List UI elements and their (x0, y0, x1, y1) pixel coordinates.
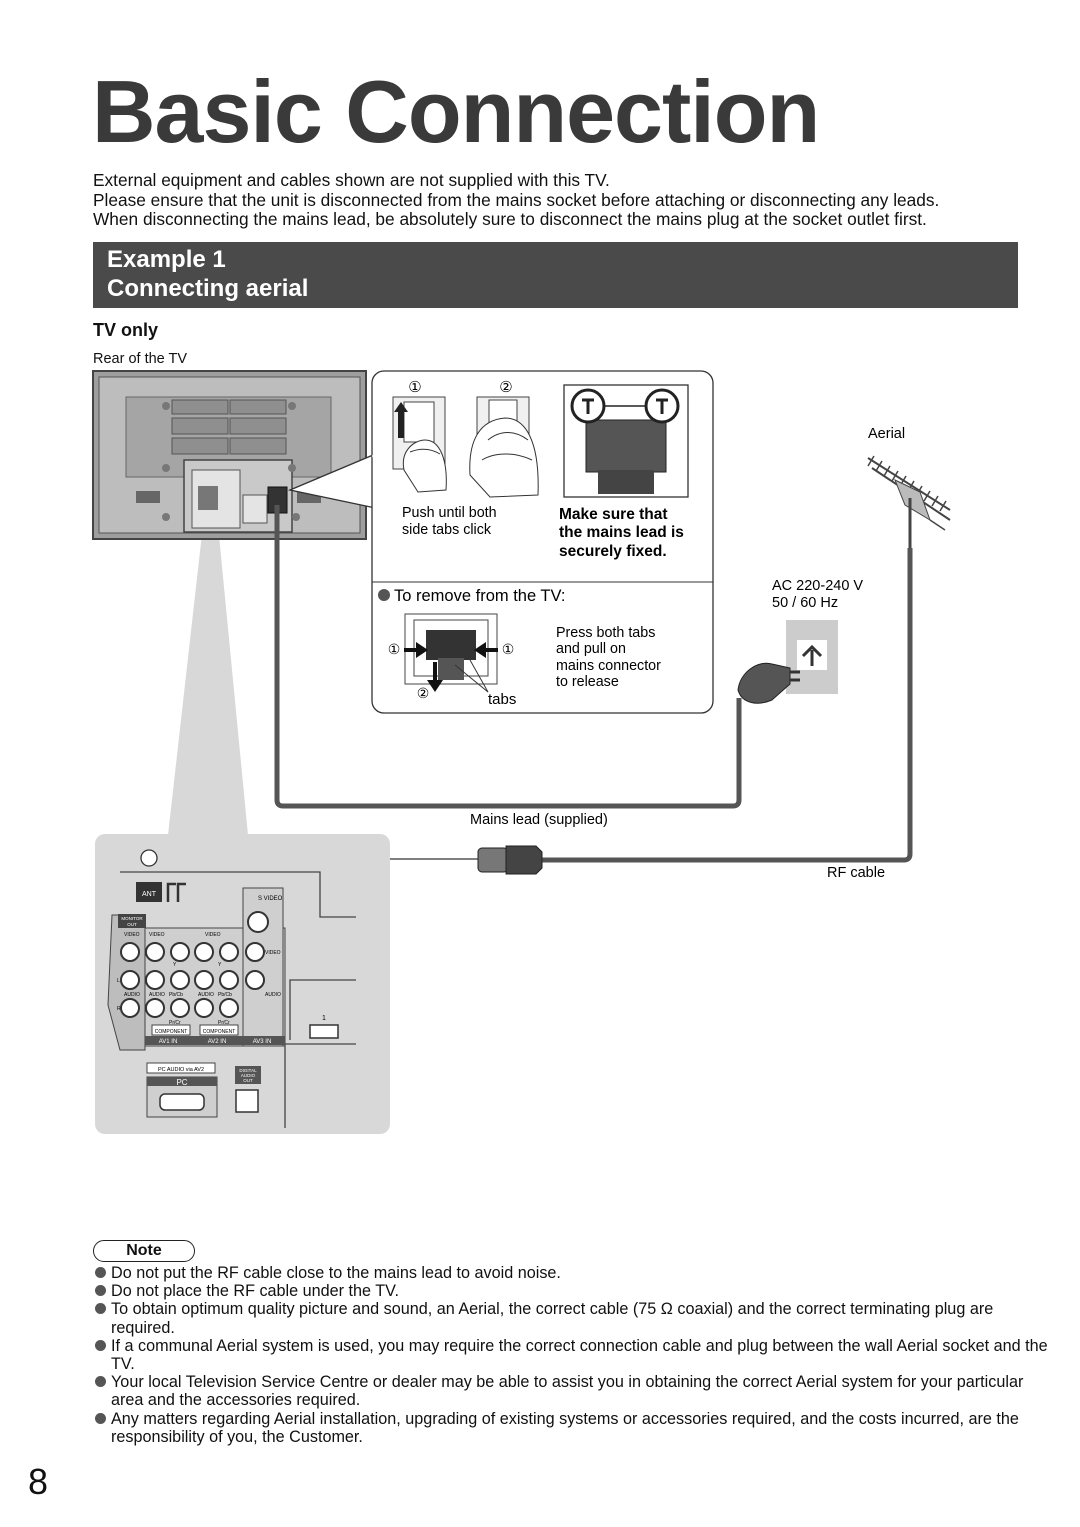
ant-label: ANT (142, 891, 157, 898)
intro-line: When disconnecting the mains lead, be ab… (93, 209, 927, 229)
step-1-number: ① (408, 379, 421, 396)
page-number: 8 (28, 1461, 49, 1502)
push-text-line: Push until both (402, 505, 497, 521)
bullet-icon (95, 1376, 106, 1388)
remove-connector-illustration: ① ① ② (388, 613, 515, 701)
video-label: VIDEO (124, 932, 140, 938)
l-label: L (117, 978, 120, 984)
tabs-label: tabs (488, 691, 516, 708)
notes-list: Do not put the RF cable close to the mai… (94, 1264, 1054, 1446)
step-2-number: ② (499, 379, 512, 396)
insert-plug-illustration: ① ② (392, 379, 539, 498)
section-subheading: TV only (93, 320, 159, 340)
component-label: COMPONENT (203, 1029, 236, 1035)
step-1-number: ① (502, 641, 515, 657)
zoom-funnel (168, 525, 248, 835)
bullet-icon (95, 1412, 106, 1424)
bullet-icon (95, 1303, 106, 1315)
step-2-number: ② (417, 685, 430, 701)
tv-rear-illustration (92, 370, 367, 540)
connector-panel: ANT MONITOR OUT S VIDEO VIDEO VIDEO VIDE… (95, 834, 390, 1134)
pr-label: Pr/Cr (169, 1020, 181, 1026)
remove-heading: To remove from the TV: (394, 587, 565, 605)
ac-label: 50 / 60 Hz (772, 595, 838, 611)
r-label: R (117, 1006, 121, 1012)
press-text-line: to release (556, 674, 619, 690)
press-text-line: mains connector (556, 658, 661, 674)
note-text: Do not place the RF cable under the TV. (111, 1282, 399, 1301)
intro-line: Please ensure that the unit is disconnec… (93, 189, 940, 210)
page-title: Basic Connection (92, 62, 820, 161)
av2-label: AV2 IN (208, 1039, 227, 1045)
example-number: Example 1 (107, 246, 226, 273)
example-title: Connecting aerial (107, 275, 309, 302)
example-heading-bar: Example 1 Connecting aerial (93, 242, 1018, 308)
make-sure-line: the mains lead is (559, 524, 684, 541)
pb-label: Pb/Cb (169, 992, 183, 998)
av1-label: AV1 IN (159, 1039, 178, 1045)
monitor-out-label: OUT (127, 922, 137, 927)
pc-label: PC (176, 1078, 187, 1087)
make-sure-line: securely fixed. (559, 543, 667, 560)
note-item: Do not place the RF cable under the TV. (94, 1282, 1054, 1300)
bullet-icon (378, 589, 390, 601)
rca-jack-grid (120, 942, 265, 1018)
note-text: If a communal Aerial system is used, you… (111, 1336, 1048, 1374)
aerial-label: Aerial (868, 426, 905, 442)
note-text: Any matters regarding Aerial installatio… (111, 1409, 1019, 1446)
y-label: Y (173, 962, 177, 968)
video-label: VIDEO (149, 932, 165, 938)
av3-label: AV3 IN (253, 1039, 272, 1045)
digital-audio-label: DIGITAL (239, 1068, 257, 1073)
digital-audio-label: OUT (243, 1078, 253, 1083)
note-item: Your local Television Service Centre or … (94, 1373, 1054, 1409)
audio-label: AUDIO (149, 992, 165, 998)
audio-label: AUDIO (265, 992, 281, 998)
note-item: If a communal Aerial system is used, you… (94, 1337, 1054, 1373)
mains-lead-label: Mains lead (supplied) (470, 812, 608, 828)
note-text: To obtain optimum quality picture and so… (111, 1300, 994, 1337)
digital-audio-label: AUDIO (241, 1073, 256, 1078)
component-label: COMPONENT (155, 1029, 188, 1035)
note-text: Your local Television Service Centre or … (111, 1373, 1024, 1410)
bullet-icon (95, 1285, 106, 1297)
ac-label: AC 220-240 V (772, 578, 863, 594)
video-label: VIDEO (205, 932, 221, 938)
pr-label: Pr/Cr (218, 1020, 230, 1026)
note-item: To obtain optimum quality picture and so… (94, 1300, 1054, 1337)
intro-line: External equipment and cables shown are … (93, 170, 610, 190)
make-sure-line: Make sure that (559, 506, 668, 523)
pb-label: Pb/Cb (218, 992, 232, 998)
rf-cable (540, 548, 913, 863)
y-label: Y (218, 962, 222, 968)
monitor-out-label: MONITOR (121, 916, 143, 921)
bullet-icon (95, 1267, 106, 1278)
rf-plug-icon (477, 845, 543, 875)
note-item: Any matters regarding Aerial installatio… (94, 1410, 1054, 1446)
note-item: Do not put the RF cable close to the mai… (94, 1264, 1054, 1282)
intro-text: External equipment and cables shown are … (93, 170, 1053, 230)
hdmi-number: 1 (322, 1015, 326, 1022)
rear-of-tv-label: Rear of the TV (93, 351, 188, 367)
audio-label: AUDIO (124, 992, 140, 998)
push-text-line: side tabs click (402, 522, 492, 538)
aerial-icon (867, 455, 951, 550)
mains-plug-icon (737, 662, 800, 704)
rf-cable-label: RF cable (827, 865, 885, 881)
video-label: VIDEO (265, 950, 281, 956)
press-text-line: and pull on (556, 641, 626, 657)
press-text-line: Press both tabs (556, 625, 655, 641)
secure-connector-illustration (563, 384, 689, 498)
wall-socket-icon (786, 620, 838, 694)
mains-lead-cable (274, 505, 742, 809)
step-1-number: ① (388, 641, 401, 657)
s-video-label: S VIDEO (258, 896, 283, 902)
note-text: Do not put the RF cable close to the mai… (111, 1264, 561, 1282)
bullet-icon (95, 1339, 106, 1351)
note-label: Note (93, 1240, 195, 1262)
audio-label: AUDIO (198, 992, 214, 998)
pc-audio-label: PC AUDIO via AV2 (158, 1067, 204, 1073)
